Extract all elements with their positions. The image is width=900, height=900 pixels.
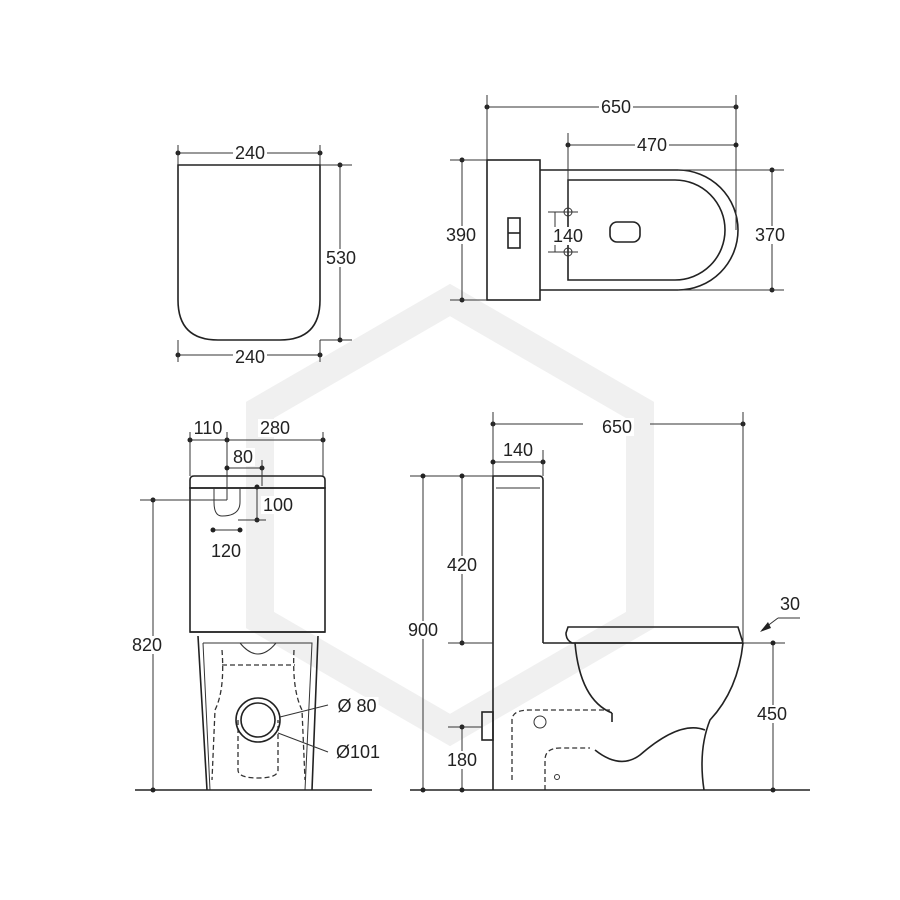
front-inlet-width-label: 120 [208,541,244,561]
plan-bowl-length-label: 470 [634,135,670,155]
lid-top-width-label: 240 [232,143,268,163]
side-overall-length-label: 650 [599,417,635,437]
lid-depth-label: 530 [323,248,359,268]
side-cistern-depth-label: 140 [500,440,536,460]
side-overall-height-label: 900 [405,620,441,640]
front-outlet-inner-label: Ø 80 [335,696,379,716]
plan-fixing-holes-label: 140 [550,226,586,246]
side-seat-thickness-label: 30 [777,594,803,614]
side-inlet-height-label: 180 [444,750,480,770]
front-outlet-outer-label: Ø101 [333,742,383,762]
watermark-logo [246,283,654,747]
plan-overall-length-label: 650 [598,97,634,117]
front-right-width-label: 280 [257,418,293,438]
plan-bowl-width-label: 370 [752,225,788,245]
side-seat-height-label: 450 [754,704,790,724]
plan-view [450,95,784,303]
front-inlet-offset-label: 80 [230,447,256,467]
front-inlet-height-label: 100 [260,495,296,515]
side-view [410,412,810,793]
front-left-offset-label: 110 [191,418,225,438]
side-cistern-height-label: 420 [444,555,480,575]
cistern-lid-view [175,145,352,362]
front-view [135,432,372,793]
plan-overall-width-label: 390 [443,225,479,245]
lid-bottom-width-label: 240 [232,347,268,367]
front-cistern-height-label: 820 [129,635,165,655]
